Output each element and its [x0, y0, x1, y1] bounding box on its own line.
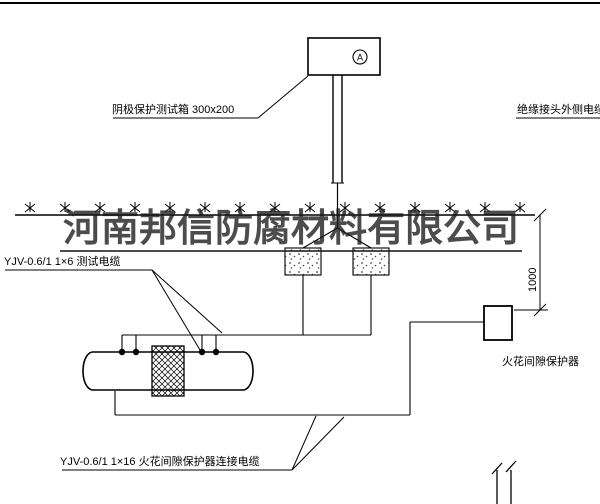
spark-gap-circuit [114, 321, 484, 416]
spark-gap-device [483, 305, 513, 341]
ammeter-symbol: A [357, 53, 363, 63]
connect-cable-leader [62, 415, 345, 471]
cable-connection-dots [118, 348, 220, 356]
test-box-leader [113, 75, 309, 119]
label-outer-cable: 绝缘接头外侧电缆 [517, 104, 600, 116]
concrete-block-right [352, 247, 390, 276]
riser-conduit [302, 75, 372, 249]
label-spark-gap: 火花间隙保护器 [502, 356, 579, 368]
dimension-line [514, 208, 548, 317]
label-test-cable: YJV-0.6/1 1×6 测试电缆 [4, 256, 121, 268]
dimension-text: 1000 [527, 267, 539, 292]
ground-surface-marks [24, 201, 526, 213]
label-connect-cable: YJV-0.6/1 1×16 火花间隙保护器连接电缆 [60, 456, 260, 468]
pipe-break-symbol [491, 460, 517, 504]
concrete-block-left [284, 247, 322, 276]
insulating-joint [151, 345, 185, 397]
test-cable-leader [5, 269, 223, 351]
test-box: A [307, 37, 381, 76]
test-cables [121, 275, 372, 352]
label-test-box: 阴极保护测试箱 300x200 [112, 104, 235, 116]
